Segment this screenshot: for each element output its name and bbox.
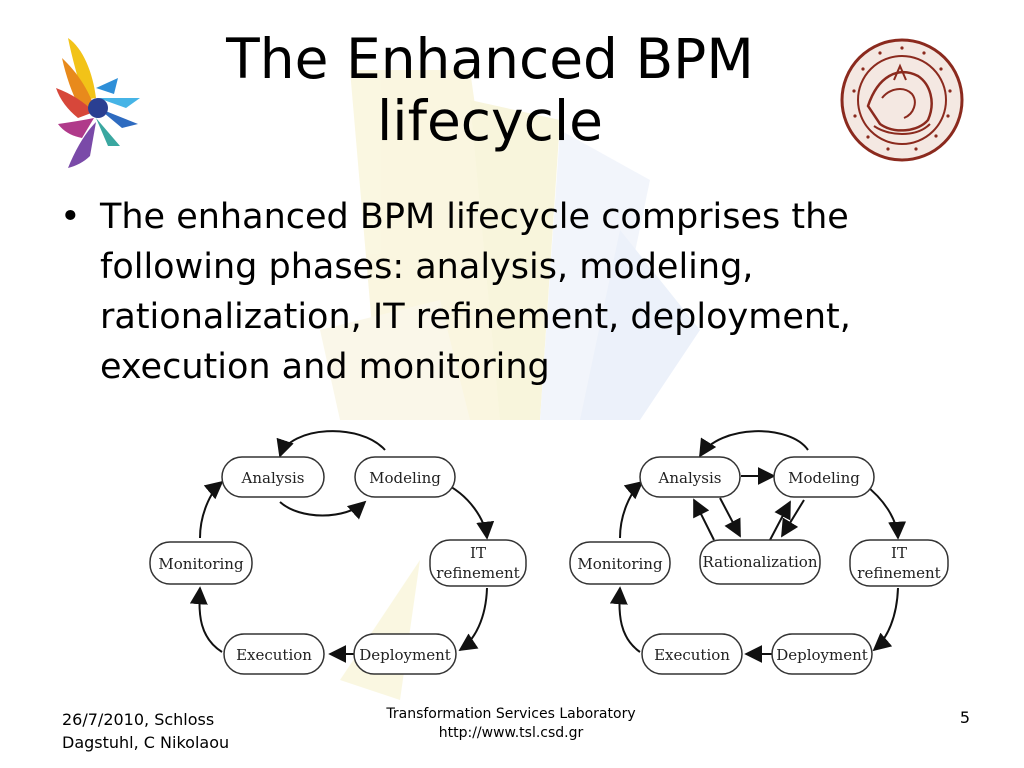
node-monitoring-label: Monitoring (158, 555, 244, 573)
node-execution-2-label: Execution (654, 646, 730, 664)
slide-title: The Enhanced BPM lifecycle (200, 28, 780, 152)
node-deployment: Deployment (353, 633, 457, 675)
node-modeling-label: Modeling (369, 469, 441, 487)
university-seal-icon (840, 38, 964, 162)
node-analysis-2-label: Analysis (658, 469, 722, 487)
node-analysis-label: Analysis (241, 469, 305, 487)
node-deployment-2-label: Deployment (776, 646, 868, 664)
node-analysis: Analysis (221, 456, 325, 498)
node-it-label-2: refinement (436, 564, 519, 582)
node-monitoring: Monitoring (149, 541, 253, 585)
university-logo-icon (56, 38, 140, 168)
enhanced-lifecycle-diagram (609, 430, 907, 663)
node-modeling: Modeling (354, 456, 456, 498)
node-monitoring-2: Monitoring (569, 541, 671, 585)
node-it-2-label-1: IT (891, 544, 907, 562)
node-execution: Execution (223, 633, 325, 675)
bullet-text: The enhanced BPM lifecycle comprises the… (100, 197, 851, 387)
footer-lab-url: http://www.tsl.csd.gr (438, 725, 584, 741)
node-it-2-label-2: refinement (857, 564, 940, 582)
bullet-marker: • (60, 197, 81, 237)
node-it-refinement-2: IT refinement (849, 539, 949, 587)
bpm-lifecycle-diagrams: Analysis Modeling IT refinement Deployme… (149, 430, 949, 675)
node-deployment-label: Deployment (359, 646, 451, 664)
title-line-2: lifecycle (377, 89, 603, 153)
node-it-refinement: IT refinement (429, 539, 527, 587)
node-execution-label: Execution (236, 646, 312, 664)
enhanced-lifecycle-nodes: Analysis Modeling Rationalization IT ref… (569, 456, 949, 675)
slide-page-number: 5 (959, 708, 970, 727)
title-line-1: The Enhanced BPM (226, 27, 754, 91)
footer-date-author: 26/7/2010, Schloss Dagstuhl, C Nikolaou (62, 708, 282, 754)
footer-left-line-2: Dagstuhl, C Nikolaou (62, 733, 230, 752)
footer-lab: Transformation Services Laboratory http:… (350, 705, 672, 743)
node-execution-2: Execution (641, 633, 743, 675)
footer-left-line-1: 26/7/2010, Schloss (62, 710, 215, 729)
node-it-label-1: IT (470, 544, 486, 562)
node-monitoring-2-label: Monitoring (577, 555, 663, 573)
node-modeling-2-label: Modeling (788, 469, 860, 487)
node-rationalization-label: Rationalization (703, 553, 818, 571)
classic-lifecycle-nodes: Analysis Modeling IT refinement Deployme… (149, 456, 527, 675)
node-rationalization: Rationalization (699, 539, 821, 585)
node-modeling-2: Modeling (773, 456, 875, 498)
node-deployment-2: Deployment (771, 633, 873, 675)
node-analysis-2: Analysis (639, 456, 741, 498)
footer-lab-name: Transformation Services Laboratory (386, 706, 636, 722)
